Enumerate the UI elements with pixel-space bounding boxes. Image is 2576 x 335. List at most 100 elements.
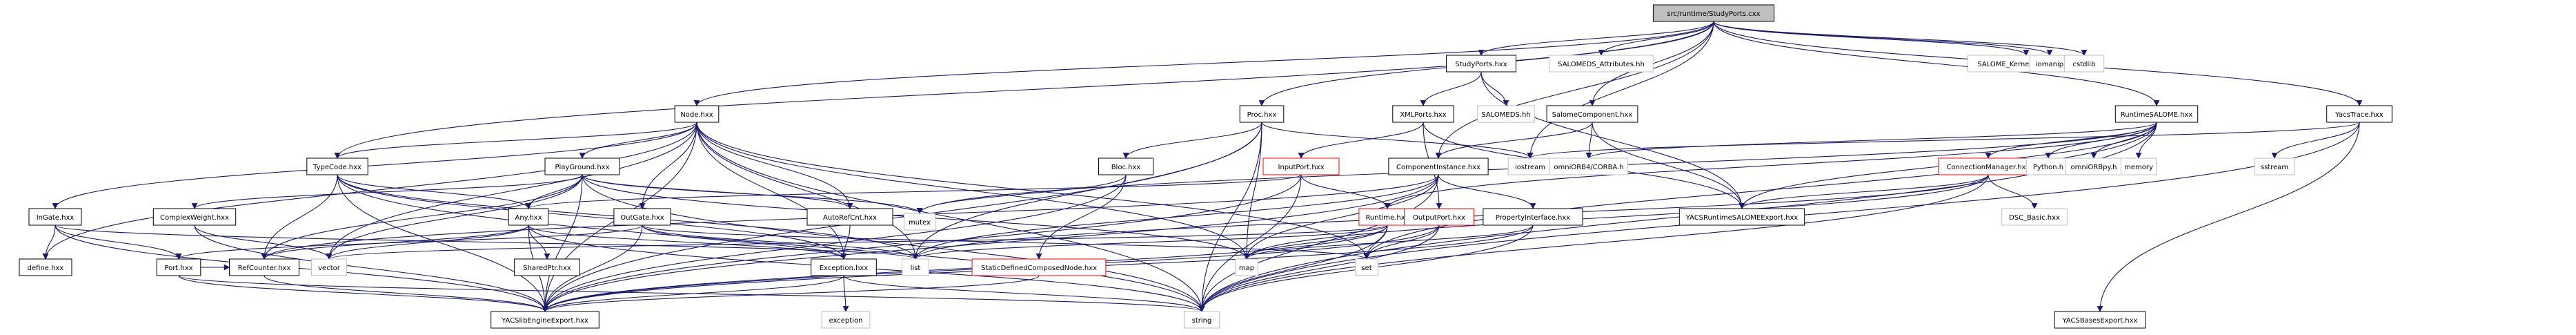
node-DSC_Basic: DSC_Basic.hxx — [2001, 208, 2068, 226]
edge-InputPort-to-Runtime — [1300, 174, 1391, 209]
edge-SalomeComponent-to-omniORB4 — [1585, 122, 1593, 159]
edge-PlayGround-to-string — [582, 174, 1205, 312]
edge-ConnectionManager-to-DSC_Basic — [1988, 174, 2038, 209]
edge-Runtime-to-string — [1198, 224, 1388, 312]
node-SharedPtr[interactable]: SharedPtr.hxx — [514, 258, 580, 276]
node-label: omniORB4/CORBA.h — [1554, 164, 1623, 171]
node-box — [1235, 258, 1258, 276]
node-Bloc[interactable]: Bloc.hxx — [1098, 157, 1153, 175]
node-InputPort[interactable]: InputPort.hxx — [1262, 157, 1340, 175]
node-OutputPort[interactable]: OutputPort.hxx — [1404, 208, 1474, 226]
node-box — [1549, 55, 1654, 73]
node-label: list — [911, 265, 921, 272]
node-box — [1483, 208, 1583, 226]
node-root[interactable]: src/runtime/StudyPorts.cxx — [1652, 4, 1775, 22]
node-InGate[interactable]: InGate.hxx — [28, 208, 82, 226]
node-box — [2054, 311, 2146, 329]
node-omniORBpy: omniORBpy.h — [2065, 157, 2123, 175]
edge-PropertyInterface-to-map — [1243, 224, 1534, 260]
node-Exception[interactable]: Exception.hxx — [811, 258, 877, 276]
node-Any[interactable]: Any.hxx — [508, 208, 549, 226]
edge-InputPort-to-YACSlibEngineExport — [542, 174, 1302, 312]
node-label: SALOMEDS_Attributes.hh — [1558, 61, 1645, 68]
edge-root-to-ComponentInstance — [1435, 21, 1714, 159]
node-Port[interactable]: Port.hxx — [156, 258, 201, 276]
node-box — [2025, 157, 2071, 175]
node-box — [2063, 55, 2105, 73]
node-Node[interactable]: Node.hxx — [674, 105, 720, 123]
node-Proc[interactable]: Proc.hxx — [1239, 105, 1285, 123]
edge-Node-to-Exception — [696, 122, 847, 260]
node-YACSRuntimeSALOMEExport[interactable]: YACSRuntimeSALOMEExport.hxx — [1678, 208, 1805, 226]
edge-Proc-to-YACSlibEngineExport — [542, 122, 1262, 312]
node-sstream: sstream — [2254, 157, 2295, 175]
edge-YacsTrace-to-sstream — [2271, 122, 2360, 159]
node-PropertyInterface[interactable]: PropertyInterface.hxx — [1483, 208, 1583, 226]
node-OutGate[interactable]: OutGate.hxx — [613, 208, 671, 226]
node-label: map — [1239, 265, 1254, 272]
node-box — [514, 258, 580, 276]
edge-root-to-SALOMEDS_Attributes — [1598, 21, 1714, 56]
node-ConnectionManager[interactable]: ConnectionManager.hxx — [1938, 157, 2039, 175]
edge-InGate-to-Port — [55, 224, 182, 260]
node-StudyPorts[interactable]: StudyPorts.hxx — [1446, 55, 1516, 73]
node-label: YACSRuntimeSALOMEExport.hxx — [1685, 214, 1799, 222]
node-box — [2326, 105, 2392, 123]
edge-Proc-to-iostream — [1261, 122, 1534, 159]
node-box — [971, 258, 1107, 276]
edge-root-to-iostream — [1527, 21, 1714, 159]
edge-ConnectionManager-to-map — [1243, 174, 1989, 260]
node-label: YacsTrace.hxx — [2335, 111, 2384, 119]
node-TypeCode[interactable]: TypeCode.hxx — [306, 157, 368, 175]
node-list: list — [902, 258, 929, 276]
node-SALOMEDS: SALOMEDS.hh — [1477, 105, 1535, 123]
node-box — [1477, 105, 1535, 123]
node-box — [806, 208, 893, 226]
node-StaticDefinedComposedNode[interactable]: StaticDefinedComposedNode.hxx — [971, 258, 1107, 276]
edge-Exception-to-exception — [842, 275, 849, 312]
node-YACSlibEngineExport[interactable]: YACSlibEngineExport.hxx — [491, 311, 600, 329]
node-label: PropertyInterface.hxx — [1496, 214, 1571, 222]
node-box — [1388, 157, 1489, 175]
node-label: StudyPorts.hxx — [1455, 61, 1507, 68]
node-label: cstdlib — [2073, 61, 2096, 68]
node-define[interactable]: define.hxx — [19, 258, 72, 276]
node-set: set — [1355, 258, 1378, 276]
node-label: YACSBasesExport.hxx — [2062, 317, 2138, 325]
node-string: string — [1183, 311, 1220, 329]
edge-ComplexWeight-to-vector — [194, 224, 333, 260]
node-box — [904, 213, 935, 231]
edge-ComponentInstance-to-list — [912, 174, 1439, 260]
node-ComplexWeight[interactable]: ComplexWeight.hxx — [152, 208, 237, 226]
node-AutoRefCnt[interactable]: AutoRefCnt.hxx — [806, 208, 893, 226]
edge-TypeCode-to-string — [337, 174, 1205, 312]
node-box — [821, 311, 871, 329]
edge-StudyPorts-to-XMLPorts — [1420, 71, 1482, 106]
edge-ComponentInstance-to-map — [1243, 174, 1439, 260]
node-RefCounter[interactable]: RefCounter.hxx — [229, 258, 299, 276]
node-label: YACSlibEngineExport.hxx — [501, 317, 588, 325]
node-box — [1507, 157, 1553, 175]
node-ComponentInstance[interactable]: ComponentInstance.hxx — [1388, 157, 1489, 175]
edge-root-to-TypeCode — [334, 21, 1714, 159]
edge-InGate-to-YACSlibEngineExport — [55, 224, 548, 312]
node-PlayGround[interactable]: PlayGround.hxx — [544, 157, 620, 175]
edge-Runtime-to-map — [1243, 224, 1388, 260]
node-box — [156, 258, 201, 276]
node-box — [19, 258, 72, 276]
edge-Runtime-to-YACSlibEngineExport — [542, 224, 1388, 312]
node-RuntimeSALOME[interactable]: RuntimeSALOME.hxx — [2114, 105, 2199, 123]
node-label: OutputPort.hxx — [1413, 214, 1465, 222]
node-label: PlayGround.hxx — [555, 164, 610, 171]
edge-root-to-SALOME_KernelServices — [1713, 21, 2030, 56]
node-box — [811, 258, 877, 276]
node-XMLPorts[interactable]: XMLPorts.hxx — [1392, 105, 1454, 123]
edge-PlayGround-to-vector — [326, 174, 583, 260]
edge-Port-to-YACSlibEngineExport — [178, 275, 548, 312]
node-SalomeComponent[interactable]: SalomeComponent.hxx — [1546, 105, 1638, 123]
node-YacsTrace[interactable]: YacsTrace.hxx — [2326, 105, 2392, 123]
node-YACSBasesExport[interactable]: YACSBasesExport.hxx — [2054, 311, 2146, 329]
node-box — [1355, 258, 1378, 276]
node-box — [544, 157, 620, 175]
